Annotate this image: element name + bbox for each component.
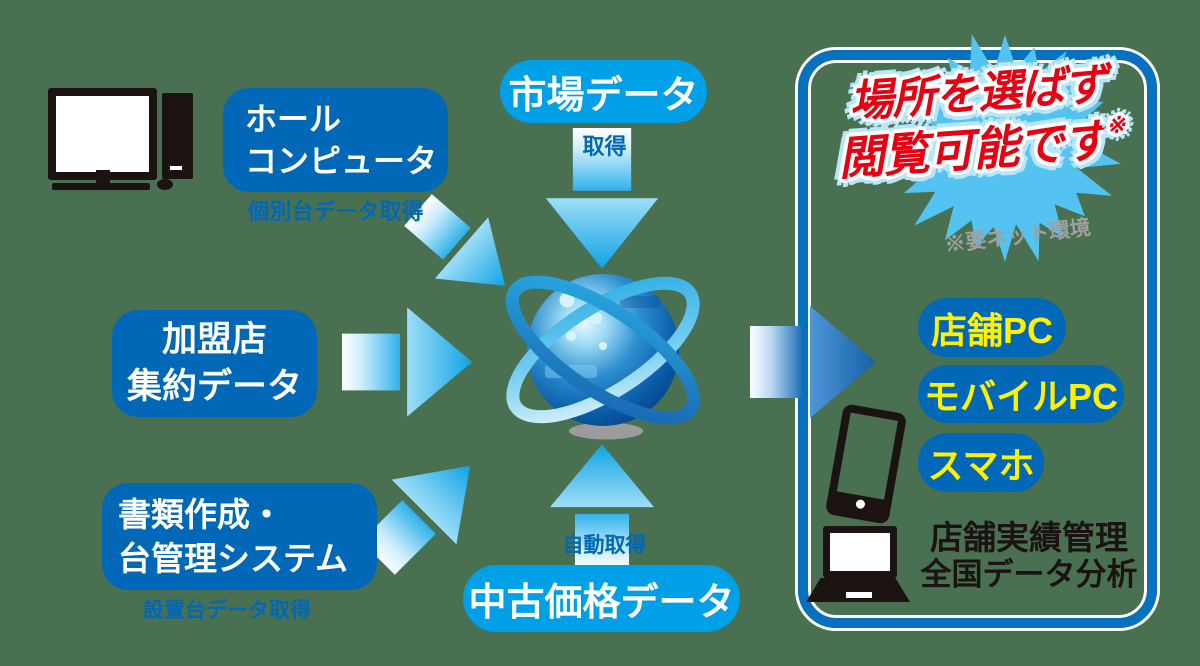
document-system-note: 設置台データ取得 [143,599,311,622]
monitor-icon [48,88,157,180]
document-system-box: 書類作成・ 台管理システム [102,483,377,590]
franchise-label-line1: 加盟店 [161,320,267,360]
globe-logo [505,274,701,440]
device-pill-mobile-pc: モバイルPC [918,365,1124,423]
hall-computer-label-line2: コンピュータ [245,143,438,179]
to-panel-arrow [750,306,876,418]
footer-line1: 店舗実績管理 [930,519,1128,556]
franchise-label-line2: 集約データ [126,366,302,406]
hall-computer-note: 個別台データ取得 [247,199,424,224]
footer-line2: 全国データ分析 [920,557,1138,593]
device-pill-smartphone: スマホ [918,433,1044,492]
franchise-data-box: 加盟店 集約データ [112,310,317,417]
document-system-label-line2: 台管理システム [118,539,349,577]
headline-anywhere-viewing: 場所を選ばず 閲覧可能です※ [812,57,1149,190]
panel-footer-text: 店舗実績管理 全国データ分析 [915,519,1143,595]
used-price-note: 自動取得 [562,534,647,557]
hall-computer-box: ホール コンピュータ [223,88,448,192]
starburst-badge [891,34,1121,262]
market-data-label: 市場データ [508,75,699,117]
document-system-label-line1: 書類作成・ [118,495,283,533]
used-price-label: 中古価格データ [468,582,735,624]
asterisk-mark: ※ [1105,111,1126,138]
device-pill-store-pc: 店舗PC [918,298,1066,357]
hall-computer-label-line1: ホール [245,100,342,137]
laptop-icon [806,526,910,604]
used-price-data-box: 中古価格データ [463,565,740,632]
market-data-box: 市場データ [500,60,707,123]
pc-tower-icon [162,93,193,179]
mouse-icon [157,179,173,190]
market-data-note: 取得 [582,134,627,159]
